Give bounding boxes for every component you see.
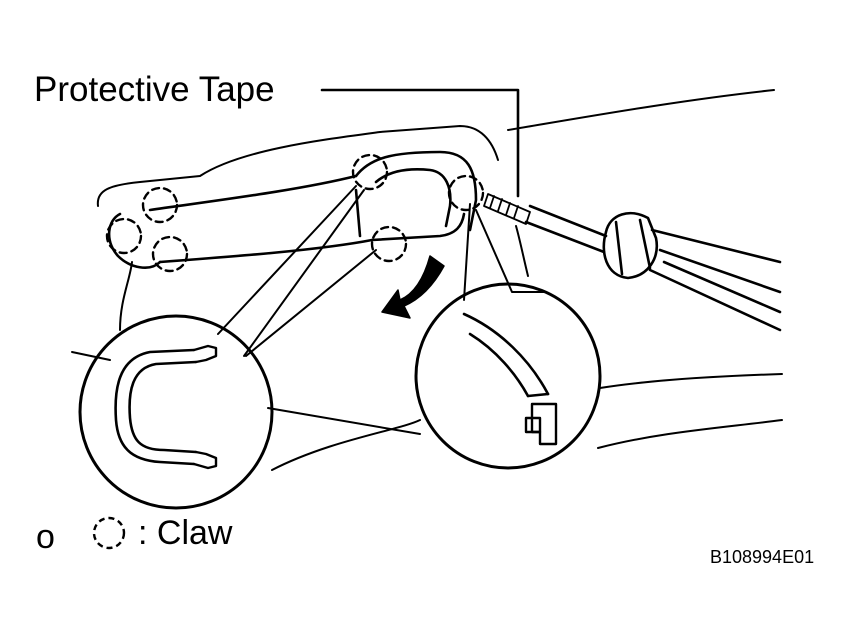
legend-text: : Claw: [138, 514, 233, 552]
zoom-lines-left: [217, 185, 377, 357]
claw-marker: [151, 235, 189, 273]
body-panel-outline: [71, 89, 783, 471]
claw-marker: [105, 217, 143, 255]
claw-marker: [370, 225, 408, 263]
claw-legend-icon: [92, 516, 126, 550]
callout-label: Protective Tape: [34, 70, 275, 109]
direction-arrow: [381, 255, 445, 319]
screwdriver: [524, 204, 782, 332]
claw-marker: [351, 153, 389, 191]
callout-leader: [320, 88, 520, 198]
legend-marker: o: [36, 518, 55, 556]
detail-circle-right: [414, 282, 602, 470]
claw-markers: [105, 153, 485, 273]
figure-code: B108994E01: [710, 547, 815, 567]
detail-circle-left: [78, 314, 274, 510]
zoom-lines-right: [463, 203, 545, 301]
claw-marker: [447, 174, 485, 212]
trim-part: [107, 150, 478, 269]
claw-marker: [141, 186, 179, 224]
protective-tape: [483, 193, 531, 225]
